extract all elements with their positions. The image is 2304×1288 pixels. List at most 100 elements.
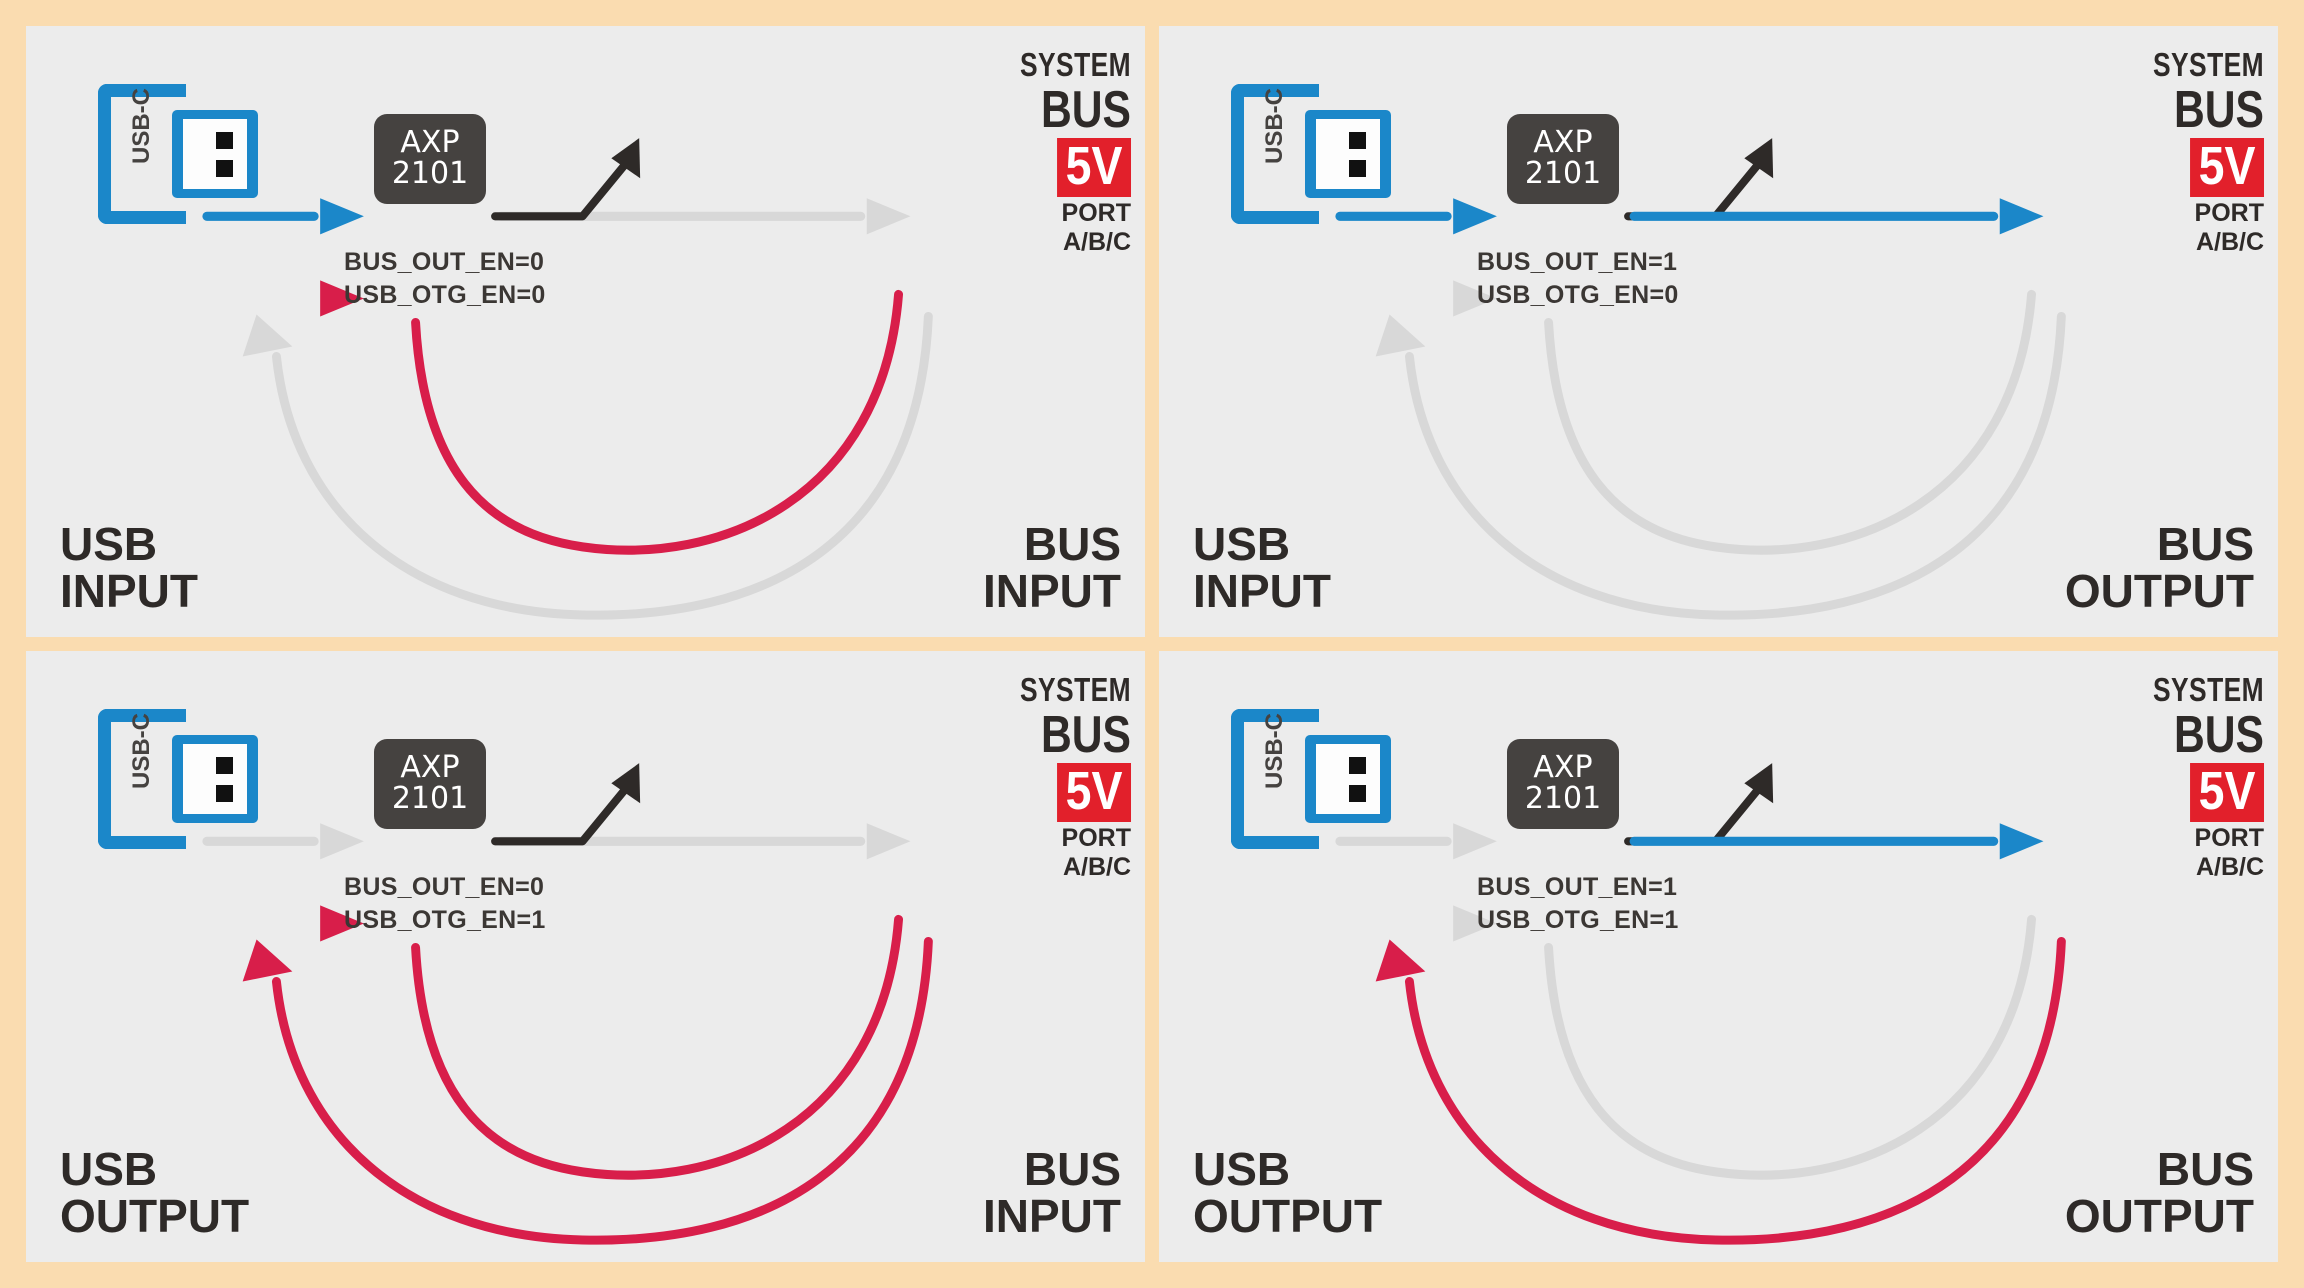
chip-to-bus-arrow — [1629, 198, 2044, 235]
flow-diagram — [202, 763, 933, 1245]
usbc-pin-bottom — [1349, 160, 1366, 177]
usb-otg-en-value: USB_OTG_EN=1 — [1477, 906, 1679, 934]
usbc-connector-icon: USB-C — [1231, 709, 1391, 849]
chip-to-bus-arrow — [1629, 823, 2044, 860]
state-panel-usb-input-bus-input: USB-C AXP 2101 SYSTEM BUS 5V PORT A/B/C … — [26, 26, 1145, 637]
bus-port-block: SYSTEM BUS 5V PORT A/B/C — [2064, 48, 2264, 255]
usbc-pin-top — [216, 132, 233, 149]
axp2101-chip: AXP 2101 — [374, 739, 486, 829]
port-label-line2: A/B/C — [2195, 227, 2264, 256]
bus-to-usb-curve — [1375, 311, 2066, 620]
port-label-line1: PORT — [2194, 823, 2264, 852]
port-label-line1: PORT — [1061, 823, 1131, 852]
port-label-line2: A/B/C — [2195, 852, 2264, 881]
usb-direction-line1: USB — [60, 518, 158, 571]
register-config: BUS_OUT_EN=0 USB_OTG_EN=0 — [344, 246, 546, 312]
usb-otg-en-value: USB_OTG_EN=1 — [344, 906, 546, 934]
bus-out-en-value: BUS_OUT_EN=1 — [1477, 248, 1678, 276]
bus-label: BUS — [2173, 706, 2264, 764]
system-label: SYSTEM — [2153, 671, 2264, 708]
register-config: BUS_OUT_EN=1 USB_OTG_EN=1 — [1477, 871, 1679, 937]
usb-direction-label: USB OUTPUT — [60, 1146, 249, 1240]
usbc-bracket — [98, 709, 186, 849]
usbc-plug — [1305, 110, 1391, 198]
usbc-plug-inner — [1316, 744, 1380, 814]
usb-otg-en-value: USB_OTG_EN=0 — [1477, 281, 1679, 309]
voltage-badge: 5V — [2189, 137, 2264, 197]
bus-direction-label: BUS OUTPUT — [2065, 521, 2254, 615]
bus-to-usb-curve — [242, 936, 933, 1245]
chip-label-line2: 2101 — [391, 781, 469, 816]
chip-label-line2: 2101 — [1524, 156, 1602, 191]
bus-direction-line2: INPUT — [983, 1190, 1121, 1243]
usbc-pin-bottom — [216, 160, 233, 177]
usb-to-chip-arrow — [202, 198, 364, 235]
usbc-plug-inner — [183, 744, 247, 814]
usbc-plug — [172, 110, 258, 198]
axp2101-chip: AXP 2101 — [374, 114, 486, 204]
bus-to-usb-curve — [242, 311, 933, 620]
chip-label-line2: 2101 — [1524, 781, 1602, 816]
usb-direction-line2: INPUT — [60, 565, 198, 618]
usb-to-chip-arrow — [1335, 198, 1497, 235]
usb-direction-line1: USB — [60, 1143, 158, 1196]
usbc-plug-inner — [1316, 119, 1380, 189]
bus-to-chip-curve — [1453, 905, 2037, 1180]
bus-out-en-value: BUS_OUT_EN=0 — [344, 873, 545, 901]
usbc-bracket — [98, 84, 186, 224]
usbc-plug — [172, 735, 258, 823]
usbc-connector-icon: USB-C — [98, 84, 258, 224]
state-panel-usb-input-bus-output: USB-C AXP 2101 SYSTEM BUS 5V PORT A/B/C … — [1159, 26, 2278, 637]
bus-direction-line1: BUS — [1023, 518, 1121, 571]
axp2101-chip: AXP 2101 — [1507, 114, 1619, 204]
usb-direction-line2: INPUT — [1193, 565, 1331, 618]
voltage-badge: 5V — [1056, 137, 1131, 197]
bus-direction-line1: BUS — [2156, 1143, 2254, 1196]
system-label: SYSTEM — [1020, 671, 1131, 708]
usb-direction-line1: USB — [1193, 518, 1291, 571]
usb-otg-en-value: USB_OTG_EN=0 — [344, 281, 546, 309]
bus-direction-label: BUS INPUT — [983, 1146, 1121, 1240]
port-label-line1: PORT — [1061, 198, 1131, 227]
port-label-line2: A/B/C — [1062, 227, 1131, 256]
usb-direction-label: USB INPUT — [60, 521, 198, 615]
flow-diagram — [1335, 763, 2066, 1245]
chip-label-line1: AXP — [400, 125, 460, 161]
bus-to-chip-curve — [320, 280, 904, 555]
bus-port-block: SYSTEM BUS 5V PORT A/B/C — [2064, 673, 2264, 880]
port-label-line1: PORT — [2194, 198, 2264, 227]
bus-to-chip-curve — [320, 905, 904, 1180]
register-config: BUS_OUT_EN=0 USB_OTG_EN=1 — [344, 871, 546, 937]
bus-out-en-value: BUS_OUT_EN=1 — [1477, 873, 1678, 901]
chip-label-line1: AXP — [1533, 750, 1593, 786]
system-arrow — [491, 763, 641, 846]
system-label: SYSTEM — [1020, 46, 1131, 83]
chip-label-line1: AXP — [400, 750, 460, 786]
system-arrow — [1624, 138, 1774, 221]
usbc-label: USB-C — [128, 713, 155, 789]
bus-port-block: SYSTEM BUS 5V PORT A/B/C — [931, 673, 1131, 880]
bus-out-en-value: BUS_OUT_EN=0 — [344, 248, 545, 276]
usb-direction-line2: OUTPUT — [60, 1190, 250, 1243]
bus-port-block: SYSTEM BUS 5V PORT A/B/C — [931, 48, 1131, 255]
usb-direction-line2: OUTPUT — [1193, 1190, 1383, 1243]
bus-direction-line2: OUTPUT — [2064, 565, 2254, 618]
usbc-bracket — [1231, 709, 1319, 849]
bus-label: BUS — [2173, 81, 2264, 139]
chip-label-line2: 2101 — [391, 156, 469, 191]
register-config: BUS_OUT_EN=1 USB_OTG_EN=0 — [1477, 246, 1679, 312]
bus-direction-line1: BUS — [2156, 518, 2254, 571]
bus-direction-line1: BUS — [1023, 1143, 1121, 1196]
bus-label: BUS — [1040, 81, 1131, 139]
flow-diagram — [1335, 138, 2066, 620]
state-panel-usb-output-bus-input: USB-C AXP 2101 SYSTEM BUS 5V PORT A/B/C … — [26, 651, 1145, 1262]
voltage-badge: 5V — [2189, 762, 2264, 822]
bus-direction-line2: INPUT — [983, 565, 1121, 618]
state-panel-usb-output-bus-output: USB-C AXP 2101 SYSTEM BUS 5V PORT A/B/C … — [1159, 651, 2278, 1262]
port-label-line2: A/B/C — [1062, 852, 1131, 881]
usb-to-chip-arrow — [1335, 823, 1497, 860]
flow-diagram — [202, 138, 933, 620]
usbc-label: USB-C — [1261, 88, 1288, 164]
usbc-pin-top — [216, 757, 233, 774]
